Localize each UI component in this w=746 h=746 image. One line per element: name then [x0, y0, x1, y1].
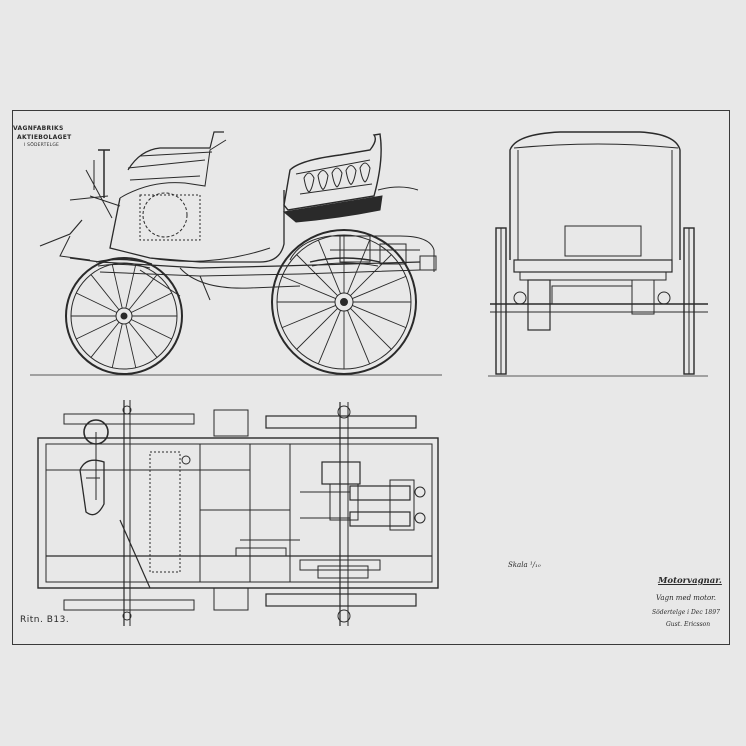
scale-label: Skala ¹/₁₀: [508, 561, 541, 569]
wheel-spoke: [352, 305, 407, 329]
wheel-spoke: [317, 310, 341, 365]
wheel-spoke: [131, 319, 172, 340]
title-block-title: Motorvagnar.: [658, 576, 722, 586]
wheel-spoke: [347, 310, 371, 365]
wheel-spoke: [296, 254, 338, 296]
wheel-spoke: [352, 275, 407, 299]
maker-name-line1: VAGNFABRIKS: [13, 125, 64, 132]
carriage-body: [109, 139, 285, 263]
wheel-spoke: [125, 323, 137, 368]
plan-view: [37, 400, 439, 626]
drawing-border: [12, 110, 730, 645]
wheel-spoke: [125, 264, 137, 309]
title-block-signature: Gust. Ericsson: [666, 621, 711, 628]
maker-name-line3: I SÖDERTELGE: [24, 143, 60, 148]
engine-plan: [235, 461, 426, 579]
wheel-spoke: [111, 323, 123, 368]
wheel-spoke: [111, 264, 123, 309]
wheel-spoke: [90, 274, 120, 311]
sheet-number: Ritn. B13.: [20, 615, 70, 625]
rear-elevation-view: [488, 131, 708, 377]
seat-tuft: [303, 172, 315, 193]
seat-tuft: [345, 165, 357, 186]
front-wheel: [65, 257, 183, 375]
wheel-spoke: [128, 274, 158, 311]
seat-tuft: [359, 162, 371, 183]
maker-name-line2: AKTIEBOLAGET: [17, 134, 72, 141]
seat-tuft: [317, 170, 329, 191]
seat-tuft: [331, 167, 343, 188]
wheel-spoke: [347, 239, 371, 294]
title-block-place-date: Södertelge i Dec 1897: [652, 609, 720, 616]
rear-seat: [282, 133, 419, 223]
side-elevation-view: [30, 131, 442, 376]
title-block-subtitle: Vagn med motor.: [656, 594, 716, 602]
wheel-spoke: [76, 319, 117, 340]
wheel-spoke: [350, 308, 392, 350]
rear-wheel: [271, 229, 417, 375]
wheel-spoke: [350, 254, 392, 296]
wheel-spoke: [76, 292, 117, 313]
wheel-spoke: [281, 275, 336, 299]
wheel-spoke: [296, 308, 338, 350]
wheel-spoke: [131, 292, 172, 313]
wheel-spoke: [317, 239, 341, 294]
wheel-spoke: [281, 305, 336, 329]
wheel-spoke: [90, 321, 120, 358]
wheel-spoke: [128, 321, 158, 358]
